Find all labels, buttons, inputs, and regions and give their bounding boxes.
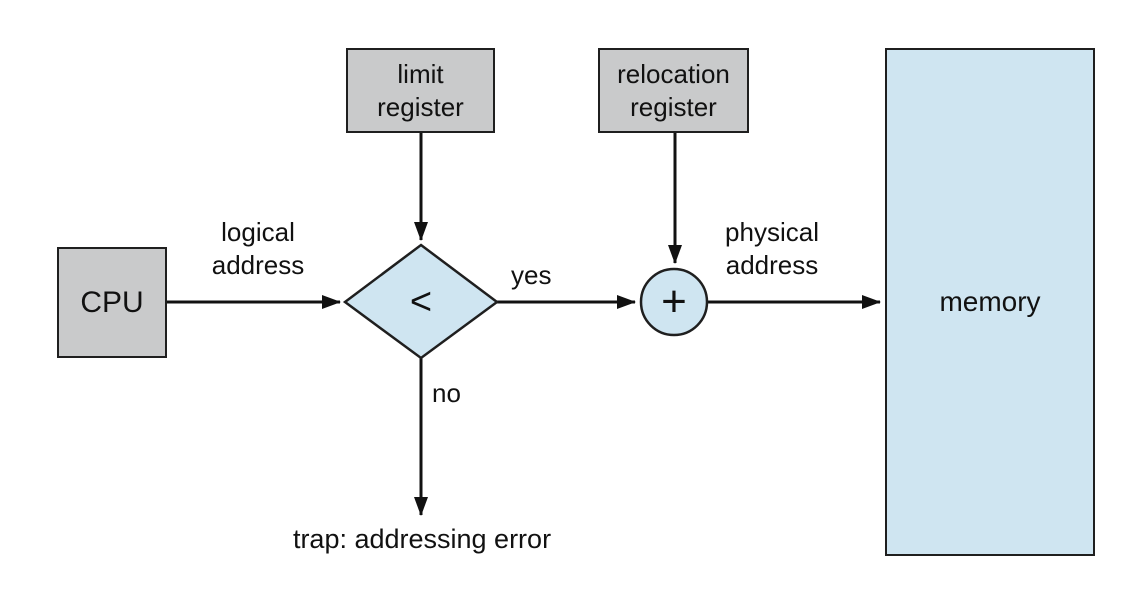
cpu-box: CPU: [57, 247, 167, 358]
limit-register-label-line1: limit: [397, 58, 444, 89]
relocation-register-box: relocation register: [598, 48, 749, 133]
logical-address-line1: logical: [221, 217, 295, 247]
cpu-label: CPU: [80, 285, 144, 319]
logical-address-label: logical address: [173, 216, 343, 282]
compare-less-than-symbol: <: [409, 281, 433, 323]
physical-address-line2: address: [725, 250, 819, 280]
physical-address-line1: physical: [725, 217, 819, 247]
adder-plus-symbol: +: [661, 277, 687, 326]
logical-address-line2: address: [211, 250, 305, 280]
relocation-register-label-line2: register: [630, 91, 717, 122]
yes-label: yes: [511, 260, 552, 290]
limit-register-label-line2: register: [377, 91, 464, 122]
memory-box: memory: [885, 48, 1095, 556]
physical-address-label: physical address: [687, 216, 857, 282]
compare-diamond: [342, 243, 500, 360]
adder-circle: [639, 267, 709, 337]
relocation-register-label-line1: relocation: [617, 58, 730, 89]
memory-label: memory: [939, 286, 1041, 317]
no-label: no: [432, 378, 461, 408]
limit-register-box: limit register: [346, 48, 495, 133]
trap-addressing-error-label: trap: addressing error: [292, 524, 552, 554]
